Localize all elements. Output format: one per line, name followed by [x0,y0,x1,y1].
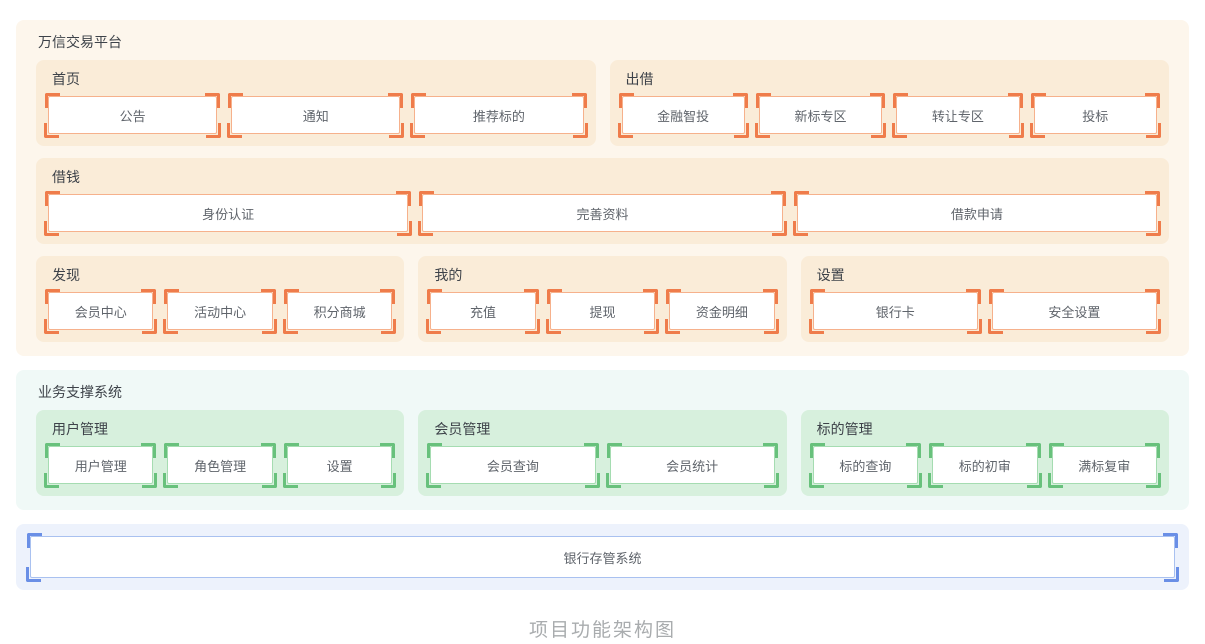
section-title: 借钱 [52,169,80,185]
platform-container: 万信交易平台 首页 公告 通知 推荐标的 出借 金融智投 新标专区 转让专区 投… [16,20,1189,356]
feature-box: 金融智投 [617,93,750,138]
feature-box: 借款申请 [792,191,1162,236]
feature-box: 公告 [43,93,222,138]
feature-box: 设置 [282,443,397,488]
feature-box-label: 推荐标的 [410,96,588,138]
feature-box-label: 用户管理 [43,446,158,488]
feature-box: 完善资料 [418,191,787,236]
section-items: 身份认证 完善资料 借款申请 [43,191,1162,236]
feature-box: 积分商城 [282,289,397,334]
feature-box: 会员统计 [605,443,779,488]
feature-box: 推荐标的 [410,93,588,138]
section-title: 首页 [52,71,80,87]
feature-box: 标的查询 [808,443,923,488]
feature-box-label: 公告 [43,96,222,138]
section-member-mgmt: 会员管理 会员查询 会员统计 [418,410,787,496]
feature-box-label: 会员查询 [426,446,600,488]
feature-box-label: 借款申请 [792,194,1162,236]
section-title: 我的 [434,267,463,283]
feature-box-label: 银行卡 [808,292,983,334]
feature-box-label: 身份认证 [43,194,413,236]
feature-box-label: 会员中心 [43,292,158,334]
feature-box-label: 满标复审 [1047,446,1162,488]
feature-box: 充值 [426,289,541,334]
section-title: 标的管理 [816,421,873,437]
section-borrow: 借钱 身份认证 完善资料 借款申请 [36,158,1169,244]
feature-box: 提现 [545,289,660,334]
feature-box: 身份认证 [43,191,413,236]
feature-box-label: 金融智投 [617,96,750,138]
platform-row-1: 首页 公告 通知 推荐标的 出借 金融智投 新标专区 转让专区 投标 [36,60,1169,146]
feature-box: 新标专区 [754,93,887,138]
section-title: 用户管理 [52,421,108,437]
diagram-caption: 项目功能架构图 [528,620,676,641]
section-settings: 设置 银行卡 安全设置 [800,256,1169,342]
section-items: 标的查询 标的初审 满标复审 [808,443,1162,488]
feature-box-label: 提现 [545,292,660,334]
feature-box-label: 活动中心 [163,292,278,334]
platform-title: 万信交易平台 [38,34,122,50]
feature-box-label: 标的初审 [928,446,1042,488]
bank-box-label: 银行存管系统 [26,536,1179,582]
section-items: 银行卡 安全设置 [808,289,1162,334]
section-items: 会员中心 活动中心 积分商城 [43,289,397,334]
section-items: 会员查询 会员统计 [426,443,779,488]
section-user-mgmt: 用户管理 用户管理 角色管理 设置 [36,410,405,496]
feature-box: 用户管理 [43,443,158,488]
section-items: 公告 通知 推荐标的 [43,93,588,138]
business-title: 业务支撑系统 [38,384,122,400]
section-items: 用户管理 角色管理 设置 [43,443,397,488]
feature-box: 满标复审 [1047,443,1162,488]
feature-box-label: 安全设置 [987,292,1162,334]
feature-box: 会员查询 [426,443,600,488]
feature-box-label: 资金明细 [665,292,780,334]
section-items: 金融智投 新标专区 转让专区 投标 [617,93,1162,138]
feature-box-label: 完善资料 [418,194,787,236]
section-home: 首页 公告 通知 推荐标的 [36,60,596,146]
platform-row-3: 发现 会员中心 活动中心 积分商城 我的 充值 提现 资金明细 设置 银行卡 [36,256,1169,342]
section-title: 会员管理 [434,421,491,437]
feature-box: 角色管理 [163,443,278,488]
feature-box: 资金明细 [665,289,780,334]
section-title: 设置 [816,267,845,283]
feature-box-label: 标的查询 [808,446,923,488]
platform-row-2: 借钱 身份认证 完善资料 借款申请 [36,158,1169,244]
feature-box: 通知 [227,93,405,138]
section-mine: 我的 充值 提现 资金明细 [418,256,787,342]
section-lend: 出借 金融智投 新标专区 转让专区 投标 [609,60,1169,146]
feature-box: 活动中心 [163,289,278,334]
feature-box: 投标 [1029,93,1162,138]
section-items: 充值 提现 资金明细 [426,289,780,334]
feature-box: 会员中心 [43,289,158,334]
feature-box-label: 充值 [426,292,541,334]
feature-box: 标的初审 [928,443,1042,488]
feature-box-label: 积分商城 [282,292,397,334]
feature-box-label: 通知 [227,96,405,138]
section-target-mgmt: 标的管理 标的查询 标的初审 满标复审 [800,410,1169,496]
feature-box-label: 角色管理 [163,446,278,488]
feature-box-label: 设置 [282,446,397,488]
section-title: 出借 [625,71,654,87]
feature-box-label: 投标 [1029,96,1162,138]
feature-box: 银行卡 [808,289,983,334]
feature-box-label: 会员统计 [605,446,779,488]
feature-box-label: 新标专区 [754,96,887,138]
bank-container: 银行存管系统 [16,524,1189,590]
business-row: 用户管理 用户管理 角色管理 设置 会员管理 会员查询 会员统计 标的管理 标的… [36,410,1169,496]
business-container: 业务支撑系统 用户管理 用户管理 角色管理 设置 会员管理 会员查询 会员统计 … [16,370,1189,510]
feature-box: 转让专区 [892,93,1025,138]
bank-box: 银行存管系统 [26,533,1179,582]
section-title: 发现 [52,267,80,283]
section-discover: 发现 会员中心 活动中心 积分商城 [36,256,405,342]
feature-box: 安全设置 [987,289,1162,334]
feature-box-label: 转让专区 [892,96,1025,138]
